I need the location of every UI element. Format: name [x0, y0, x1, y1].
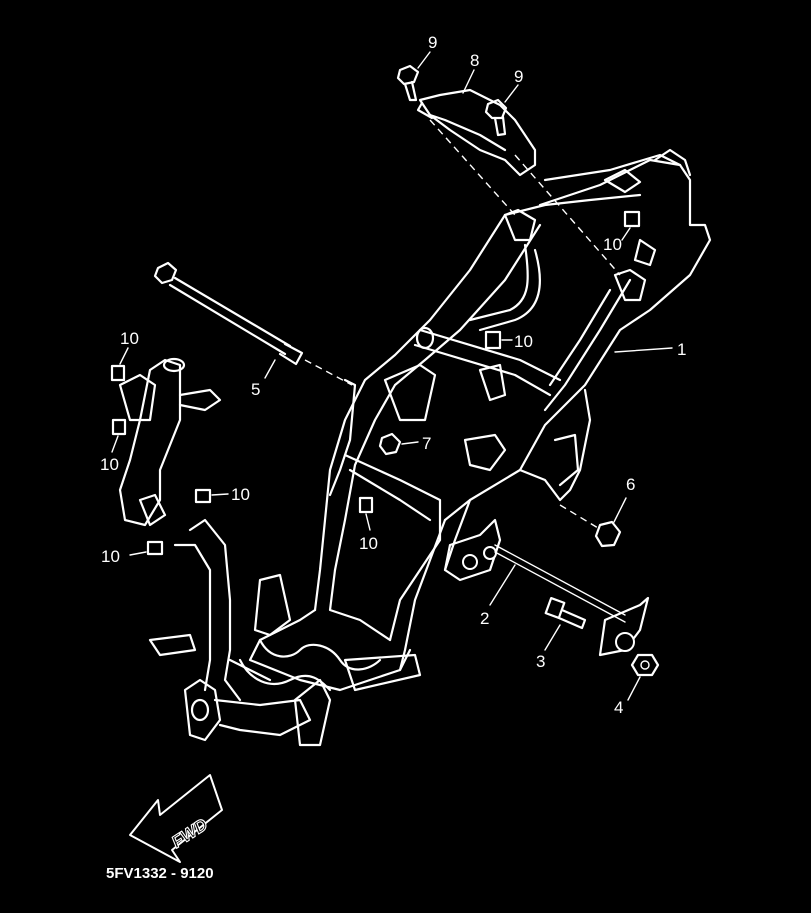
callout-10-head-top: 10 — [120, 329, 139, 348]
callout-2: 2 — [480, 609, 489, 628]
engine-mount-bracket — [443, 518, 650, 657]
callout-9-right: 9 — [514, 67, 523, 86]
part-7-grommet — [378, 432, 419, 456]
callout-7: 7 — [422, 434, 431, 453]
callout-10-rear: 10 — [603, 235, 622, 254]
main-frame — [238, 148, 712, 692]
callout-10-down-tube: 10 — [231, 485, 250, 504]
front-tube-assembly — [118, 357, 422, 747]
callout-6: 6 — [626, 475, 635, 494]
callout-3: 3 — [536, 652, 545, 671]
callout-labels: 1 2 3 4 5 6 7 8 9 9 10 10 10 10 10 10 10 — [100, 33, 686, 717]
part-2-shaft — [489, 544, 626, 623]
callout-8: 8 — [470, 51, 479, 70]
callout-10-front-left: 10 — [101, 547, 120, 566]
callout-10-head-bottom: 10 — [100, 455, 119, 474]
part-5-long-bolt — [153, 261, 353, 386]
part-6-nut — [559, 497, 627, 548]
part-3-bolt — [544, 596, 587, 651]
forward-direction-arrow: FWD — [129, 774, 223, 863]
figure-code: 5FV1332 - 9120 — [106, 865, 214, 882]
part-9-screws — [396, 51, 519, 137]
callout-9-left: 9 — [428, 33, 437, 52]
callout-1: 1 — [677, 340, 686, 359]
callout-4: 4 — [614, 698, 623, 717]
callout-10-floor: 10 — [359, 534, 378, 553]
part-8-bracket — [416, 69, 621, 276]
part-10-clips — [110, 210, 641, 556]
callout-5: 5 — [251, 380, 260, 399]
callout-10-middle: 10 — [514, 332, 533, 351]
part-4-nut — [627, 653, 660, 701]
